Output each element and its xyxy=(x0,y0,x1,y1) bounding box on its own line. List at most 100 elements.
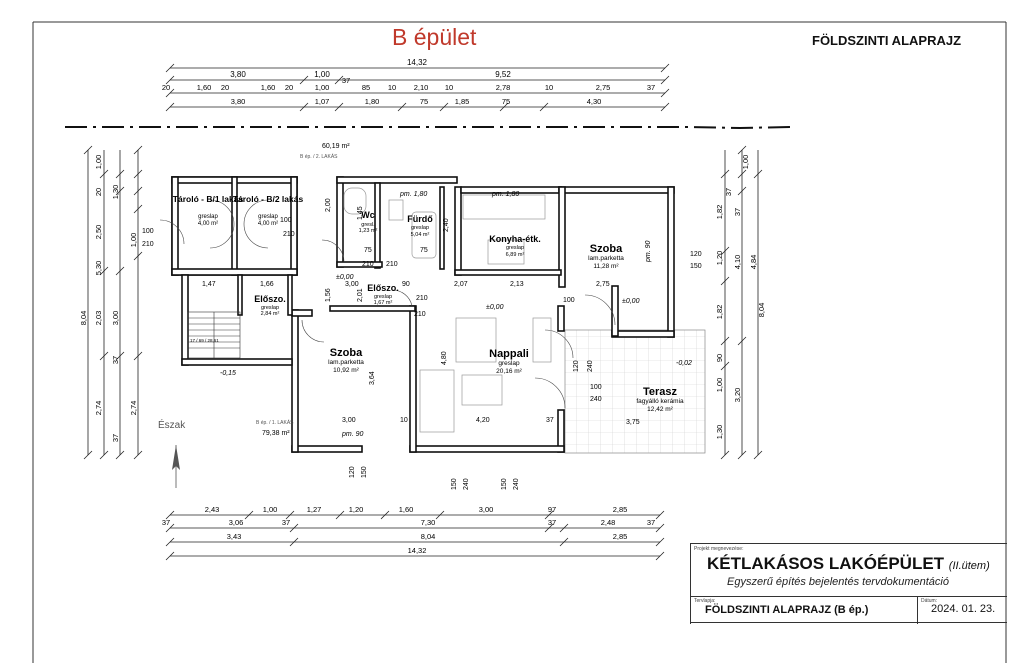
dim-left-a1: 20 xyxy=(94,188,103,196)
inner-22: 37 xyxy=(546,417,554,424)
dim-left-a3: 2,50 xyxy=(94,225,103,240)
room-wc-floor: gresl. xyxy=(361,222,375,228)
room-elosz-c-name: Előszo. xyxy=(367,283,399,293)
inner-24: 4,80 xyxy=(441,351,448,365)
inner-35: 240 xyxy=(463,478,470,490)
inner-32: 120 xyxy=(349,466,356,478)
dim-bot-r2-6: 37 xyxy=(647,518,655,527)
dim-bot-r3-0: 3,43 xyxy=(227,532,242,541)
left-dim-labels: 8,04 1,00 20 1,30 2,50 1,00 5,30 2,03 3,… xyxy=(79,155,138,442)
dim-bot-r1-1: 1,00 xyxy=(263,505,278,514)
inner-29: 240 xyxy=(587,360,594,372)
inner-11: 1,45 xyxy=(357,206,364,220)
room-taro1-floor: greslap xyxy=(198,214,218,220)
dim-top-r2-3: 1,60 xyxy=(261,83,276,92)
pm-c: pm. 90 xyxy=(341,431,364,438)
furniture xyxy=(343,187,552,433)
dim-top-row3: 3,80 1,07 1,80 75 1,85 75 4,30 xyxy=(231,97,602,106)
property-line xyxy=(65,126,791,130)
room-nappali-floor: greslap xyxy=(498,360,520,367)
dim-bot-r2-0: 37 xyxy=(162,518,170,527)
tb-subtitle: Egyszerű építés bejelentés tervdokumentá… xyxy=(727,576,949,588)
dim-right-11: 3,20 xyxy=(733,388,742,403)
dim-left-a11: 2,74 xyxy=(129,401,138,416)
inner-26: 4,20 xyxy=(476,417,490,424)
bottom-dimensions xyxy=(165,510,665,561)
dim-top-r2-13: 2,75 xyxy=(596,83,611,92)
tb-project-suffix: (II.ütem) xyxy=(948,560,990,572)
area-top: 60,19 m² xyxy=(322,143,350,150)
dim-top-r2-6: 37 xyxy=(342,76,350,85)
level-0b: ±0,00 xyxy=(486,304,504,311)
room-elosz-c-floor: greslap xyxy=(374,294,392,300)
inner-20: 2,01 xyxy=(357,288,364,302)
dim-right-12: 1,30 xyxy=(715,425,724,440)
dim-left-a4: 1,00 xyxy=(129,233,138,248)
tb-drawing-label: Tervlapja: xyxy=(694,598,716,604)
dim-top-r3-6: 4,30 xyxy=(587,97,602,106)
dim-top-r2-9: 2,10 xyxy=(414,83,429,92)
dim-bot-r3-1: 8,04 xyxy=(421,532,436,541)
bottom-dim-labels: 2,43 1,00 1,27 1,20 1,60 3,00 97 2,85 37… xyxy=(162,505,655,555)
room-szoba-r-area: 11,28 m² xyxy=(593,263,619,270)
tb-date-label: Dátum: xyxy=(921,598,938,604)
stairs xyxy=(187,311,241,359)
sheet-header: FÖLDSZINTI ALAPRAJZ xyxy=(812,33,962,48)
inner-5: 210 xyxy=(386,261,398,268)
dim-bot-r1-0: 2,43 xyxy=(205,505,220,514)
dim-top-r2-7: 85 xyxy=(362,83,370,92)
room-elosz-w-area: 2,84 m² xyxy=(261,311,280,317)
inner-13: 3,00 xyxy=(345,281,359,288)
dim-left-total: 8,04 xyxy=(79,311,88,326)
tb-project: KÉTLAKÁSOS LAKÓÉPÜLET (II.ütem) xyxy=(707,554,990,574)
tb-project-name: KÉTLAKÁSOS LAKÓÉPÜLET xyxy=(707,554,945,573)
dim-top-r2-2: 20 xyxy=(221,83,229,92)
inner-6: 75 xyxy=(420,247,428,254)
level-0c: ±0,00 xyxy=(622,298,640,305)
room-wc-name: Wc xyxy=(361,210,375,220)
room-konyha-area: 6,89 m² xyxy=(506,252,525,258)
room-elosz-w-floor: greslap xyxy=(261,305,279,311)
inner-25: 3,00 xyxy=(342,417,356,424)
dim-bot-r1-3: 1,20 xyxy=(349,505,364,514)
inner-4: 75 xyxy=(364,247,372,254)
dim-bot-total: 14,32 xyxy=(408,546,427,555)
dim-right-8: 8,04 xyxy=(757,303,766,318)
dim-bot-r1-4: 1,60 xyxy=(399,505,414,514)
inner-16: 2,75 xyxy=(596,281,610,288)
dim-left-a2: 1,30 xyxy=(111,185,120,200)
room-szoba-r-floor: lam.parketta xyxy=(588,255,624,262)
dim-right-2: 1,82 xyxy=(715,205,724,220)
dim-right-7: 1,82 xyxy=(715,305,724,320)
room-szoba-l-floor: lam.parketta xyxy=(328,359,364,366)
dim-bot-r1-7: 2,85 xyxy=(613,505,628,514)
dim-left-a6: 2,03 xyxy=(94,311,103,326)
room-labels: Tároló - B/1 lakás greslap 4,00 m² Tárol… xyxy=(173,194,684,413)
dim-right-1: 37 xyxy=(724,188,733,196)
dim-top-r2-14: 37 xyxy=(647,83,655,92)
north-arrow-icon xyxy=(172,445,180,488)
room-terasz-area: 12,42 m² xyxy=(647,406,673,413)
inner-40: 90 xyxy=(402,281,410,288)
room-furdo-name: Fürdő xyxy=(407,214,433,224)
inner-36: 150 xyxy=(501,478,508,490)
dim-top-r1-2: 9,52 xyxy=(495,70,511,79)
north-label: Észak xyxy=(158,418,186,431)
room-taro1-area: 4,00 m² xyxy=(198,221,218,227)
dim-top-r1-1: 1,00 xyxy=(314,70,330,79)
inner-15: 2,13 xyxy=(510,281,524,288)
dim-top-r2-10: 10 xyxy=(445,83,453,92)
tb-date: 2024. 01. 23. xyxy=(931,603,996,615)
inner-34: 150 xyxy=(451,478,458,490)
inner-0: 100 xyxy=(142,228,154,235)
annotations: 60,19 m² B ép. / 2. LAKÁS 79,38 m² B ép.… xyxy=(190,143,692,438)
room-taro2-name: Tároló - B/2 lakás xyxy=(233,194,304,204)
inner-12: 2,40 xyxy=(443,218,450,232)
dim-top-r3-5: 75 xyxy=(502,97,510,106)
dim-bot-r2-1: 3,06 xyxy=(229,518,244,527)
inner-28: 120 xyxy=(573,360,580,372)
pm-a: pm. 1,80 xyxy=(399,191,427,198)
dim-top-row2: 20 1,60 20 1,60 20 1,00 37 85 10 2,10 10… xyxy=(162,76,655,92)
room-taro1-name: Tároló - B/1 lakás xyxy=(173,194,244,204)
